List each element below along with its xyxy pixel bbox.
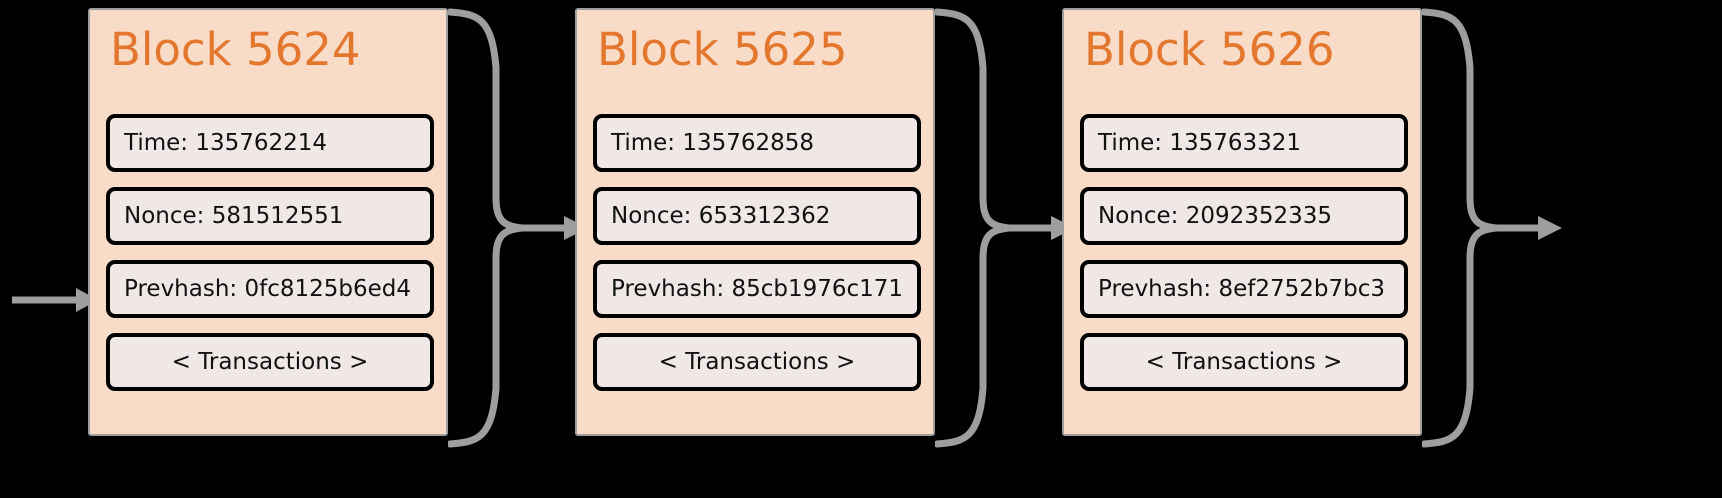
block-card-5625[interactable]: Block 5625 Time: 135762858 Nonce: 653312… <box>575 8 935 436</box>
block-chain-row: Block 5624 Time: 135762214 Nonce: 581512… <box>0 8 1722 448</box>
block-field-nonce: Nonce: 653312362 <box>593 187 921 245</box>
block-fields: Time: 135762858 Nonce: 653312362 Prevhas… <box>593 114 921 391</box>
block-fields: Time: 135763321 Nonce: 2092352335 Prevha… <box>1080 114 1408 391</box>
block-field-transactions[interactable]: < Transactions > <box>1080 333 1408 391</box>
block-card-5626[interactable]: Block 5626 Time: 135763321 Nonce: 209235… <box>1062 8 1422 436</box>
block-field-prevhash: Prevhash: 85cb1976c171 <box>593 260 921 318</box>
block-field-prevhash: Prevhash: 0fc8125b6ed4 <box>106 260 434 318</box>
block-field-transactions[interactable]: < Transactions > <box>593 333 921 391</box>
block-field-nonce: Nonce: 581512551 <box>106 187 434 245</box>
block-field-time: Time: 135762858 <box>593 114 921 172</box>
block-title: Block 5624 <box>110 23 361 76</box>
block-field-transactions[interactable]: < Transactions > <box>106 333 434 391</box>
block-field-nonce: Nonce: 2092352335 <box>1080 187 1408 245</box>
block-card-5624[interactable]: Block 5624 Time: 135762214 Nonce: 581512… <box>88 8 448 436</box>
block-title: Block 5625 <box>597 23 848 76</box>
block-field-time: Time: 135763321 <box>1080 114 1408 172</box>
block-field-prevhash: Prevhash: 8ef2752b7bc3 <box>1080 260 1408 318</box>
block-field-time: Time: 135762214 <box>106 114 434 172</box>
block-fields: Time: 135762214 Nonce: 581512551 Prevhas… <box>106 114 434 391</box>
block-title: Block 5626 <box>1084 23 1335 76</box>
block-connector-3 <box>1422 8 1562 448</box>
chain-inbound-arrow <box>12 288 98 312</box>
